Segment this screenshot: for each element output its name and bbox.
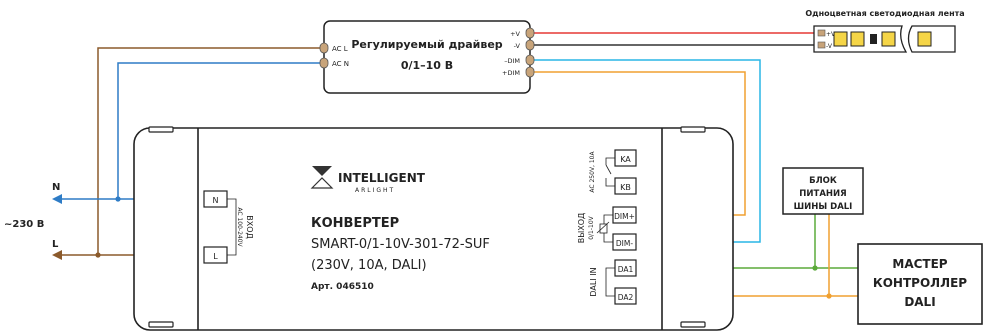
mounting-tabs xyxy=(148,126,706,328)
brand-logo-icon xyxy=(310,166,334,189)
master-line2: КОНТРОЛЛЕР xyxy=(873,276,967,290)
arrow-l-icon xyxy=(52,250,62,260)
converter-article: Арт. 046510 xyxy=(311,282,374,292)
driver-box xyxy=(319,20,535,94)
input-terminal-l: L xyxy=(213,252,218,261)
driver-pin-dim-neg: –DIM xyxy=(504,57,520,65)
driver-pin-neg: -V xyxy=(514,42,521,50)
driver-pin-pos: +V xyxy=(510,30,520,38)
mains-l-label: L xyxy=(52,239,59,250)
output-terminal-dim-neg: DIM- xyxy=(616,239,633,248)
dali-psu-box xyxy=(782,167,864,215)
led-chip-icon xyxy=(917,31,932,47)
brand-sub: ARLIGHT xyxy=(355,187,395,194)
driver-pin-ac-l: AC L xyxy=(332,45,348,53)
driver-title-2: 0/1–10 В xyxy=(401,59,453,72)
brand-name: INTELLIGENT xyxy=(338,171,426,185)
junction-psu-orange xyxy=(826,293,832,299)
dali-terminal-block xyxy=(605,259,637,305)
input-terminal-block xyxy=(203,190,237,264)
arrow-n-icon xyxy=(52,194,62,204)
dali-terminal-da2: DA2 xyxy=(618,293,634,302)
master-line1: МАСТЕР xyxy=(892,257,947,271)
input-sub: AC 100-240V xyxy=(236,207,243,247)
mains-voltage: ~230 В xyxy=(4,219,44,230)
relay-terminal-block xyxy=(605,149,637,195)
dali-terminal-da1: DA1 xyxy=(618,265,634,274)
output-sub: 0/1-10V xyxy=(588,215,595,239)
led-chip-icon xyxy=(881,31,896,47)
dali-psu-line1: БЛОК xyxy=(809,176,837,186)
input-label: ВХОД xyxy=(245,215,254,239)
output-terminal-dim-pos: DIM+ xyxy=(614,212,635,221)
junction-n xyxy=(115,196,121,202)
led-chip-icon xyxy=(850,31,865,47)
converter-body xyxy=(133,127,734,331)
converter-spec: (230V, 10A, DALI) xyxy=(311,258,427,273)
converter-heading: КОНВЕРТЕР xyxy=(311,216,399,231)
dali-label: DALI IN xyxy=(589,267,598,296)
input-terminal-n: N xyxy=(213,196,219,205)
output-label: ВЫХОД xyxy=(577,213,586,244)
relay-label: AC 250V, 10A xyxy=(589,151,596,193)
dali-psu-line3: ШИНЫ DALI xyxy=(794,202,853,212)
resistor-icon xyxy=(870,34,877,44)
junction-psu-green xyxy=(812,265,818,271)
master-line3: DALI xyxy=(904,295,935,309)
driver-pin-ac-n: AC N xyxy=(332,60,349,68)
relay-terminal-ka: KA xyxy=(620,155,631,164)
driver-pin-dim-pos: +DIM xyxy=(502,69,520,77)
driver-title-1: Регулируемый драйвер xyxy=(351,38,502,51)
mains-n-label: N xyxy=(52,182,60,193)
junction-l xyxy=(95,252,101,258)
led-pin-neg: -V xyxy=(826,43,833,50)
led-pin-pos: +V xyxy=(826,31,836,38)
output-terminal-block xyxy=(596,206,637,251)
relay-terminal-kb: KB xyxy=(620,183,631,192)
converter-model: SMART-0/1-10V-301-72-SUF xyxy=(311,237,490,252)
led-strip-title: Одноцветная светодиодная лента xyxy=(805,9,964,18)
led-strip xyxy=(813,25,956,53)
dali-psu-line2: ПИТАНИЯ xyxy=(799,189,846,199)
led-chip-icon xyxy=(833,31,848,47)
master-controller-box xyxy=(857,243,983,325)
